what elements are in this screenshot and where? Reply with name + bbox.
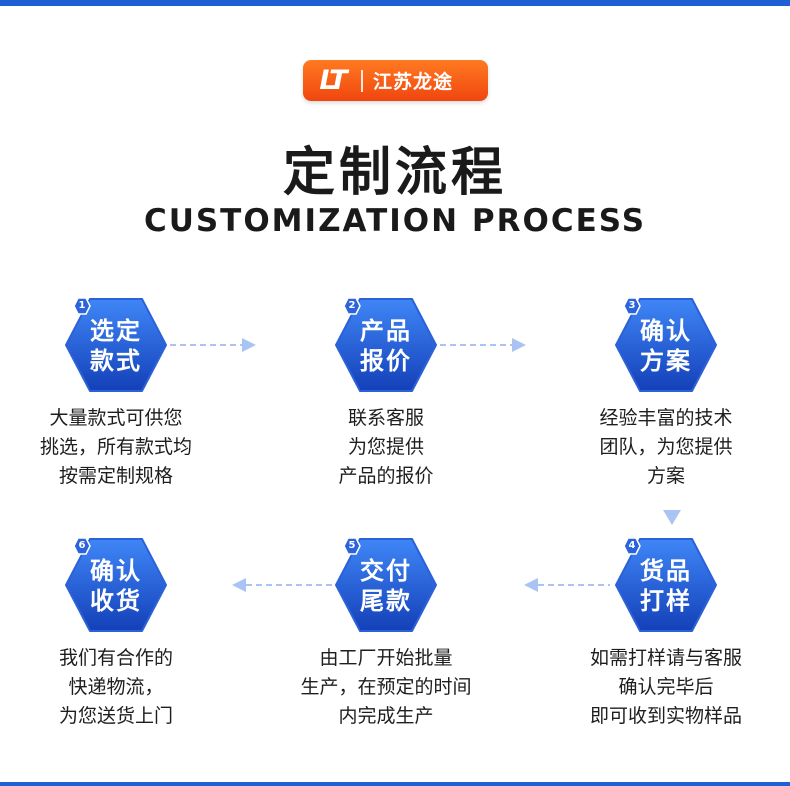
- arrow-step3-to-step4: [663, 510, 681, 525]
- page-subtitle: CUSTOMIZATION PROCESS: [143, 203, 647, 239]
- step-2-hexagon: 2 产品 报价: [334, 297, 438, 393]
- step-2-number-badge: 2: [343, 297, 361, 315]
- bottom-accent-bar: [0, 782, 790, 786]
- page-title: 定制流程: [282, 143, 507, 203]
- step-5-description: 由工厂开始批量 生产，在预定的时间 内完成生产: [300, 647, 472, 727]
- step-2-title: 产品 报价: [360, 317, 412, 375]
- step-6-title: 确认 收货: [90, 557, 142, 615]
- step-6-hexagon: 6 确认 收货: [64, 537, 168, 633]
- arrow-step4-to-step5: [524, 578, 610, 592]
- step-5-number-badge: 5: [343, 537, 361, 555]
- step-3-title: 确认 方案: [640, 317, 692, 375]
- step-5-title: 交付 尾款: [360, 557, 412, 615]
- step-3-number-badge: 3: [623, 297, 641, 315]
- step-4-hexagon: 4 货品 打样: [614, 537, 718, 633]
- step-4-description: 如需打样请与客服 确认完毕后 即可收到实物样品: [589, 647, 742, 727]
- step-1-hexagon: 1 选定 款式: [64, 297, 168, 393]
- brand-mark: LT: [319, 65, 347, 96]
- arrow-step1-to-step2: [170, 338, 256, 352]
- step-2-description: 联系客服 为您提供 产品的报价: [338, 407, 434, 487]
- step-1-description: 大量款式可供您 挑选，所有款式均 按需定制规格: [39, 407, 192, 487]
- step-3-description: 经验丰富的技术 团队，为您提供 方案: [599, 407, 733, 487]
- brand-divider: [361, 69, 363, 92]
- step-4-title: 货品 打样: [640, 557, 692, 615]
- step-1-title: 选定 款式: [90, 317, 142, 375]
- step-4-number-badge: 4: [623, 537, 641, 555]
- step-1-number-badge: 1: [73, 297, 91, 315]
- step-6-description: 我们有合作的 快递物流， 为您送货上门: [58, 647, 173, 727]
- step-5-hexagon: 5 交付 尾款: [334, 537, 438, 633]
- brand-logo: LT 江苏龙途: [303, 60, 488, 101]
- step-3-hexagon: 3 确认 方案: [614, 297, 718, 393]
- brand-name: 江苏龙途: [373, 71, 454, 93]
- step-6-number-badge: 6: [73, 537, 91, 555]
- arrow-step5-to-step6: [232, 578, 334, 592]
- arrow-step2-to-step3: [440, 338, 526, 352]
- top-accent-bar: [0, 0, 790, 6]
